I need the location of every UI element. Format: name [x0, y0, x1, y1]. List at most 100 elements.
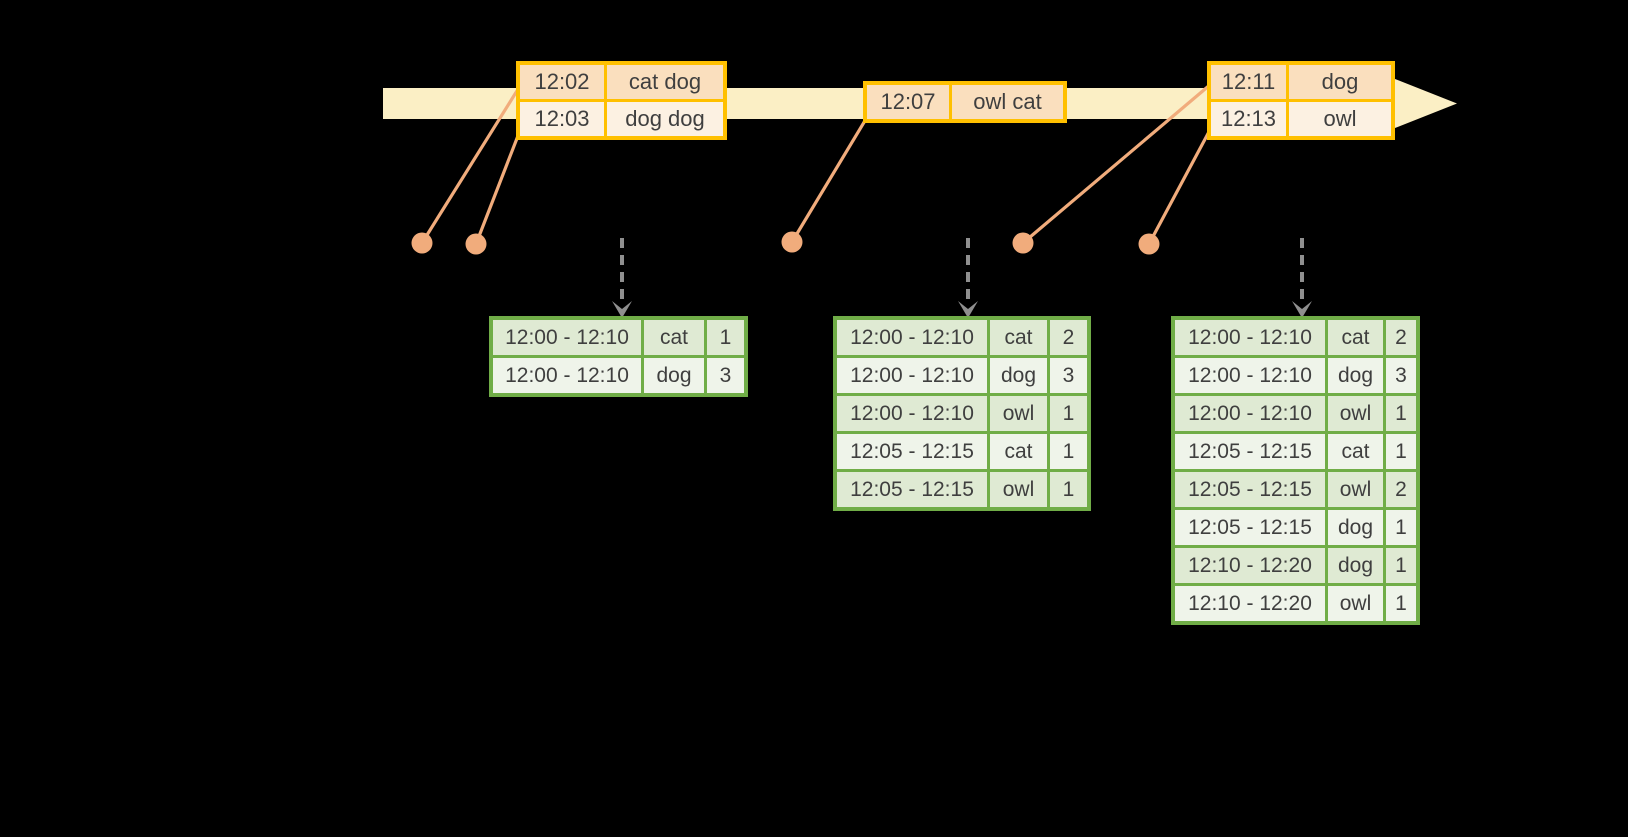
table-cell: cat	[990, 320, 1047, 355]
table-cell: 12:00 - 12:10	[493, 358, 641, 393]
trigger-arrow	[612, 238, 632, 318]
event-connector-line	[790, 118, 868, 243]
table-cell: 12:11	[1211, 65, 1286, 99]
event-marker-dot	[411, 232, 433, 254]
table-cell: 1	[1386, 434, 1416, 469]
table-cell: owl	[1328, 396, 1383, 431]
trigger-arrow	[1292, 238, 1312, 318]
trigger-arrowhead-icon	[1292, 301, 1312, 318]
table-cell: 3	[1386, 358, 1416, 393]
trigger-arrowhead-icon	[612, 301, 632, 318]
event-connector-line	[1021, 82, 1213, 245]
table-cell: 12:05 - 12:15	[1175, 434, 1325, 469]
table-cell: 12:05 - 12:15	[1175, 472, 1325, 507]
table-cell: 12:07	[867, 85, 949, 119]
table-cell: owl	[1289, 102, 1391, 136]
table-cell: 2	[1386, 320, 1416, 355]
table-cell: 1	[1386, 548, 1416, 583]
table-cell: 2	[1050, 320, 1087, 355]
table-cell: 12:00 - 12:10	[1175, 396, 1325, 431]
table-cell: 12:05 - 12:15	[837, 434, 987, 469]
table-cell: owl	[1328, 472, 1383, 507]
event-connector-line	[474, 127, 523, 245]
table-cell: dog	[644, 358, 704, 393]
table-cell: cat dog	[607, 65, 723, 99]
table-cell: cat	[1328, 320, 1383, 355]
table-cell: 12:00 - 12:10	[1175, 358, 1325, 393]
table-cell: cat	[644, 320, 704, 355]
event-connector-line	[1147, 127, 1213, 245]
table-cell: dog	[1289, 65, 1391, 99]
table-cell: dog	[990, 358, 1047, 393]
table-cell: 12:00 - 12:10	[1175, 320, 1325, 355]
event-marker-dot	[465, 233, 487, 255]
table-cell: owl cat	[952, 85, 1063, 119]
table-cell: 12:05 - 12:15	[837, 472, 987, 507]
event-marker-dot	[1012, 232, 1034, 254]
table-cell: owl	[990, 396, 1047, 431]
table-cell: dog	[1328, 510, 1383, 545]
table-cell: 3	[1050, 358, 1087, 393]
table-cell: 1	[707, 320, 744, 355]
event-marker-dots	[411, 231, 1160, 255]
table-cell: 12:00 - 12:10	[493, 320, 641, 355]
event-connector-lines	[420, 82, 1213, 245]
table-cell: 12:10 - 12:20	[1175, 586, 1325, 621]
table-cell: 1	[1050, 434, 1087, 469]
table-cell: owl	[990, 472, 1047, 507]
table-cell: cat	[990, 434, 1047, 469]
table-cell: 1	[1386, 510, 1416, 545]
table-cell: 12:02	[520, 65, 604, 99]
table-cell: 12:00 - 12:10	[837, 358, 987, 393]
table-cell: 1	[1050, 472, 1087, 507]
event-marker-dot	[781, 231, 803, 253]
table-cell: dog	[1328, 548, 1383, 583]
table-cell: owl	[1328, 586, 1383, 621]
table-cell: 12:13	[1211, 102, 1286, 136]
table-cell: 12:00 - 12:10	[837, 396, 987, 431]
table-cell: dog	[1328, 358, 1383, 393]
table-cell: 1	[1386, 396, 1416, 431]
table-cell: 12:10 - 12:20	[1175, 548, 1325, 583]
event-connector-line	[420, 85, 522, 244]
table-cell: 1	[1386, 586, 1416, 621]
table-cell: dog dog	[607, 102, 723, 136]
table-cell: 3	[707, 358, 744, 393]
event-time-axis-arrowhead	[1395, 79, 1457, 128]
table-cell: 12:00 - 12:10	[837, 320, 987, 355]
table-cell: cat	[1328, 434, 1383, 469]
table-cell: 12:05 - 12:15	[1175, 510, 1325, 545]
trigger-arrow	[958, 238, 978, 318]
table-cell: 12:03	[520, 102, 604, 136]
trigger-arrows	[612, 238, 1312, 318]
table-cell: 2	[1386, 472, 1416, 507]
trigger-arrowhead-icon	[958, 301, 978, 318]
table-cell: 1	[1050, 396, 1087, 431]
event-marker-dot	[1138, 233, 1160, 255]
